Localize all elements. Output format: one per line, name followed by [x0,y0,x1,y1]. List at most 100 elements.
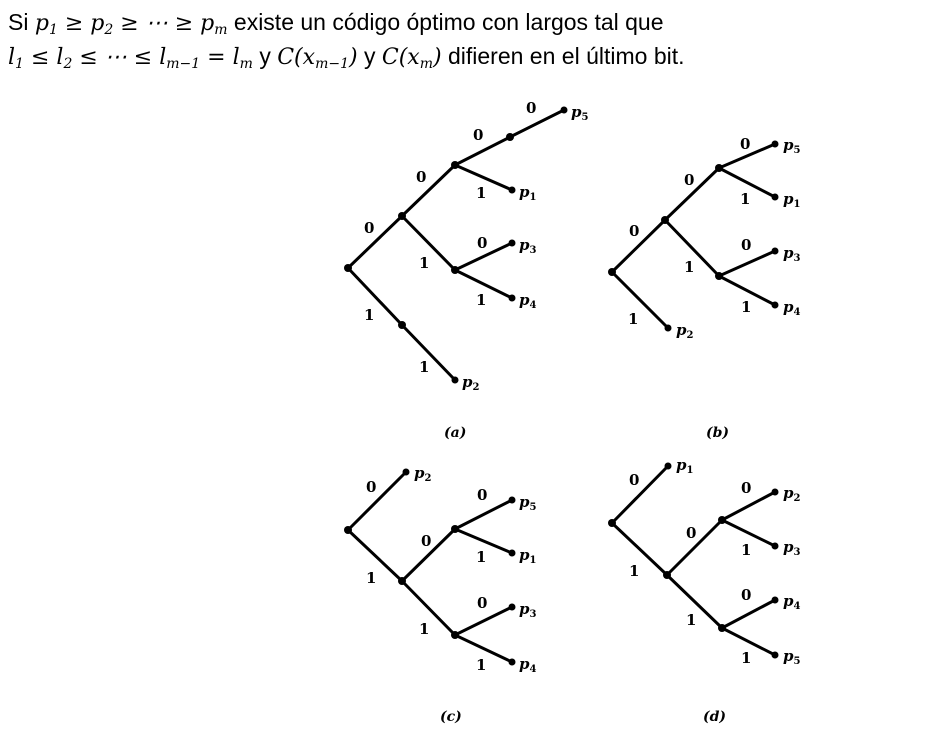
edge [663,166,721,222]
edge [720,598,777,630]
edge-bit-label: 1 [476,291,486,309]
tree-c: 0 1 0 0 1 1 0 1 p2 p5 p1 p3 p4 (c) [344,464,537,725]
edge [717,274,777,307]
leaf-label-p5: p5 [519,493,537,513]
leaf-label-p1: p1 [783,190,800,210]
edge [400,163,457,218]
leaf-node [771,596,779,604]
edge-bit-label: 1 [419,254,429,272]
edge-bit-label: 1 [364,306,374,324]
leaf-label-p5: p5 [783,647,801,667]
tree-node [344,264,352,272]
math-code-last: C(xm) [381,45,442,72]
leaf-label-p2: p2 [783,484,801,504]
edge-bit-label: 0 [477,234,487,252]
leaf-label-p4: p4 [519,655,537,675]
edge [665,518,724,577]
edge [346,470,408,532]
leaf-label-p3: p3 [783,538,801,558]
leaf-node [508,603,516,611]
edge [453,527,514,555]
edge-bit-label: 1 [366,569,376,587]
edge [400,579,457,637]
edge-bit-label: 0 [741,236,751,254]
edge [717,249,777,278]
theorem-statement: Si p1 ≥ p2 ≥ ⋯ ≥ pm existe un código ópt… [8,6,933,74]
edge-bit-label: 0 [364,219,374,237]
leaf-node [508,549,516,557]
leaf-node [771,301,779,309]
edge-bit-label: 1 [686,611,696,629]
tree-node [398,321,406,329]
tree-node [718,624,726,632]
edge [453,605,514,637]
tree-node [718,516,726,524]
edge [346,214,404,270]
leaf-label-p1: p1 [519,546,536,566]
word-y-1: y [259,43,271,69]
leaf-node [402,468,410,476]
tree-a: 0 0 0 0 1 1 0 1 1 1 p5 p1 p3 p4 p2 (a) [344,99,589,441]
edge [720,626,777,657]
edge-bit-label: 1 [629,562,639,580]
edge-bit-label: 0 [629,222,639,240]
edge-bit-label: 0 [477,594,487,612]
edge [508,108,566,139]
tree-node [715,272,723,280]
tree-node [398,577,406,585]
edge-bit-label: 1 [741,649,751,667]
edge-bit-label: 0 [477,486,487,504]
leaf-node [771,193,779,201]
edge-bit-label: 1 [476,184,486,202]
edge [663,218,721,278]
caption-b: (b) [706,425,729,441]
edge [610,218,667,274]
edge [717,166,777,199]
edge [610,521,669,577]
edge-bit-label: 0 [740,135,750,153]
edge [610,464,670,525]
edge-bit-label: 1 [419,358,429,376]
edge [717,142,777,170]
statement-line-2: l1 ≤ l2 ≤ ⋯ ≤ lm−1 = lm y C(xm−1) y C(xm… [8,40,933,74]
tree-node [608,268,616,276]
leaf-node [508,186,516,194]
leaf-node [508,239,516,247]
tree-d: 0 1 0 0 1 1 0 1 p1 p2 p3 p4 p5 (d) [608,456,801,725]
leaf-label-p5: p5 [783,136,801,156]
leaf-label-p2: p2 [414,464,432,484]
edge [400,323,457,382]
edge [720,490,777,522]
caption-a: (a) [444,425,466,441]
leaf-node [664,462,672,470]
caption-d: (d) [703,709,726,725]
word-y-2: y [363,43,376,69]
edge-bit-label: 0 [421,532,431,550]
edge-bit-label: 1 [476,548,486,566]
caption-c: (c) [440,709,462,725]
edge-bit-label: 1 [684,258,694,276]
leaf-label-p5: p5 [571,103,589,123]
leaf-node [771,488,779,496]
edge-bit-label: 1 [476,656,486,674]
tree-node [451,631,459,639]
edge [720,518,777,548]
edge [610,270,670,330]
leaf-node [771,140,779,148]
edge-bit-label: 0 [526,99,536,117]
edge [400,214,457,272]
word-si: Si [8,9,29,35]
leaf-label-p2: p2 [676,321,694,341]
tree-node [344,526,352,534]
edge [453,268,514,300]
tree-node [661,216,669,224]
edge-bit-label: 1 [741,298,751,316]
leaf-node [508,294,516,302]
edge-bit-label: 0 [416,168,426,186]
leaf-label-p1: p1 [676,456,693,476]
edge-bit-label: 0 [366,478,376,496]
tree-node [451,161,459,169]
tree-node [506,133,514,141]
edge-bit-label: 0 [741,479,751,497]
